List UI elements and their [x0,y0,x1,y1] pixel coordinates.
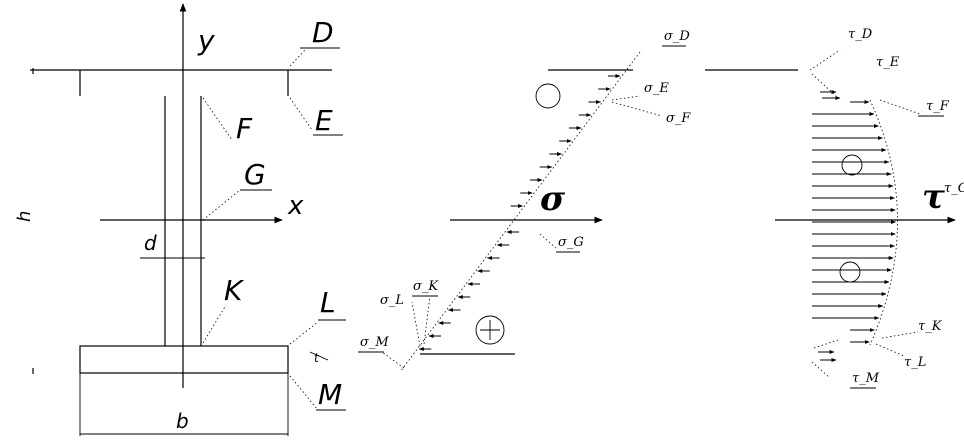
label-x: x [287,191,304,221]
leader-E [289,97,313,131]
label-D: D [312,16,334,49]
tau-flange-top-line [809,49,841,71]
tau-diagram: τ τ_D τ_E τ_F τ_G τ_K τ_L τ_M [705,27,964,389]
tau-sign-circle-top [841,154,863,176]
label-sigma-K: σ_K [413,279,439,294]
cross-section: y x h b d t D E F G K L M [14,3,346,436]
label-K: K [224,274,245,307]
leader-sigma-F [611,101,663,117]
label-sigma-G: σ_G [558,235,584,250]
leader-tau-F [879,99,921,115]
tau-arrows [812,90,896,362]
sigma-distribution-line [399,51,641,373]
leader-sigma-K [423,295,431,345]
label-tau-G: τ_G [944,181,964,196]
leader-sigma-L [411,301,421,347]
tau-flange-bot-line [813,339,839,349]
label-b: b [176,409,189,433]
label-E: E [315,104,333,137]
leader-M [289,375,319,411]
label-tau-F: τ_F [926,99,950,114]
label-t: t [314,351,320,365]
tau-flange-top-line2 [811,73,837,97]
leader-sigma-E [611,95,641,101]
label-d: d [144,231,157,255]
tau-web-curve [869,99,898,346]
leader-K [202,304,227,344]
leader-sigma-G [539,233,557,249]
sigma-arrows [418,74,621,351]
label-tau-M: τ_M [852,371,880,386]
label-h: h [14,211,35,222]
label-sigma-M: σ_M [360,335,389,350]
label-sigma-F: σ_F [666,111,691,126]
label-tau-L: τ_L [904,355,926,370]
leader-D [289,49,306,67]
leader-L [289,321,319,345]
label-sigma-L: σ_L [380,293,404,308]
sigma-sign-circle-bottom [475,315,505,345]
t-dimension-tick [309,351,329,361]
sigma-diagram: σ_D σ_E σ_F σ_G σ_L σ_K σ_M σ [358,29,691,373]
sigma-sign-circle-top [535,83,561,109]
leader-tau-L [875,343,905,357]
tau-flange-bot-line2 [811,361,831,379]
tau-sign-circle-bottom [839,261,861,283]
label-tau-D: τ_D [848,27,873,42]
label-F: F [236,112,253,145]
bottom-flange [79,345,289,374]
label-sigma-D: σ_D [664,29,690,44]
label-L: L [320,286,336,319]
label-tau-K: τ_K [918,319,943,334]
leader-F [202,97,233,141]
label-y: y [197,24,215,57]
label-G: G [244,158,266,191]
label-tau-E: τ_E [876,55,900,70]
label-sigma-E: σ_E [644,81,669,96]
label-M: M [318,378,342,411]
leader-tau-K [881,331,919,339]
sigma-symbol: σ [540,179,566,219]
leader-G [202,189,241,221]
tau-symbol: τ [922,177,945,217]
leader-sigma-M [381,351,405,369]
